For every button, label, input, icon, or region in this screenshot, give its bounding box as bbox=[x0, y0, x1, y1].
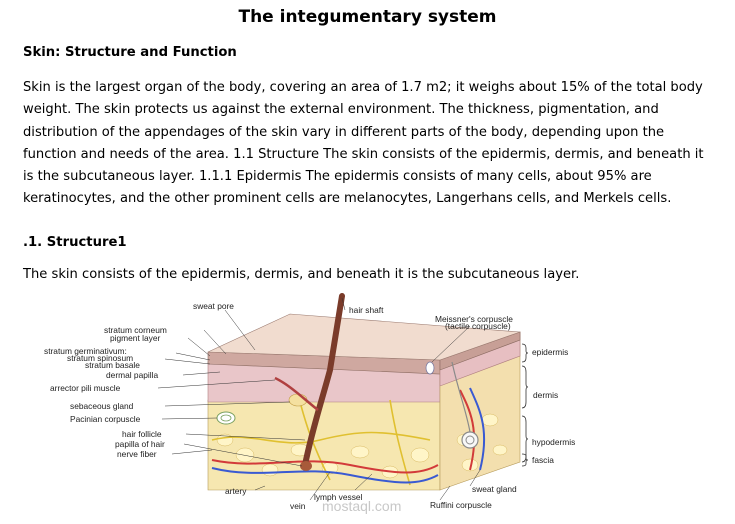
skin-diagram: sweat pore hair shaft Meissner's corpusc… bbox=[44, 293, 575, 514]
label-nerve-fiber: nerve fiber bbox=[117, 449, 157, 459]
label-sweat-gland: sweat gland bbox=[472, 484, 517, 494]
label-hypodermis: hypodermis bbox=[532, 437, 575, 447]
label-artery: artery bbox=[225, 486, 247, 496]
label-hair-shaft: hair shaft bbox=[349, 305, 384, 315]
leader-lines bbox=[157, 297, 481, 501]
layer-braces bbox=[521, 343, 529, 467]
label-stratum-spinosum: stratum spinosum bbox=[67, 353, 133, 363]
label-epidermis: epidermis bbox=[532, 347, 568, 357]
watermark: mostaql.com bbox=[322, 498, 401, 514]
body-paragraph-2: The skin consists of the epidermis, derm… bbox=[23, 267, 580, 282]
skin-block-illustration bbox=[207, 293, 521, 491]
body-paragraph: Skin is the largest organ of the body, c… bbox=[23, 80, 704, 207]
label-meissners-corpuscle: Meissner's corpuscle bbox=[435, 314, 513, 324]
document-title: The integumentary system bbox=[238, 7, 497, 27]
label-papilla-of-hair: papilla of hair bbox=[115, 439, 165, 449]
label-lymph-vessel: lymph vessel bbox=[314, 492, 363, 502]
label-vein: vein bbox=[290, 501, 306, 511]
label-meissners-tactile: (tactile corpuscle) bbox=[445, 321, 511, 331]
label-dermis: dermis bbox=[533, 390, 558, 400]
label-ruffini-corpuscle: Ruffini corpuscle bbox=[430, 500, 492, 510]
label-sweat-pore: sweat pore bbox=[193, 301, 234, 311]
label-pacinian-corpuscle: Pacinian corpuscle bbox=[70, 414, 141, 424]
label-arrector-pili: arrector pili muscle bbox=[50, 383, 121, 393]
label-stratum-germinativum: stratum germinativum: bbox=[44, 346, 127, 356]
label-stratum-corneum: stratum corneum bbox=[104, 325, 167, 335]
label-dermal-papilla: dermal papilla bbox=[106, 370, 158, 380]
label-stratum-basale: stratum basale bbox=[85, 360, 140, 370]
label-fascia: fascia bbox=[532, 455, 554, 465]
label-sebaceous-gland: sebaceous gland bbox=[70, 401, 134, 411]
label-pigment-layer: pigment layer bbox=[110, 333, 160, 343]
label-hair-follicle: hair follicle bbox=[122, 429, 162, 439]
section-heading: Skin: Structure and Function bbox=[23, 45, 237, 60]
sub-heading: .1. Structure1 bbox=[23, 235, 127, 250]
